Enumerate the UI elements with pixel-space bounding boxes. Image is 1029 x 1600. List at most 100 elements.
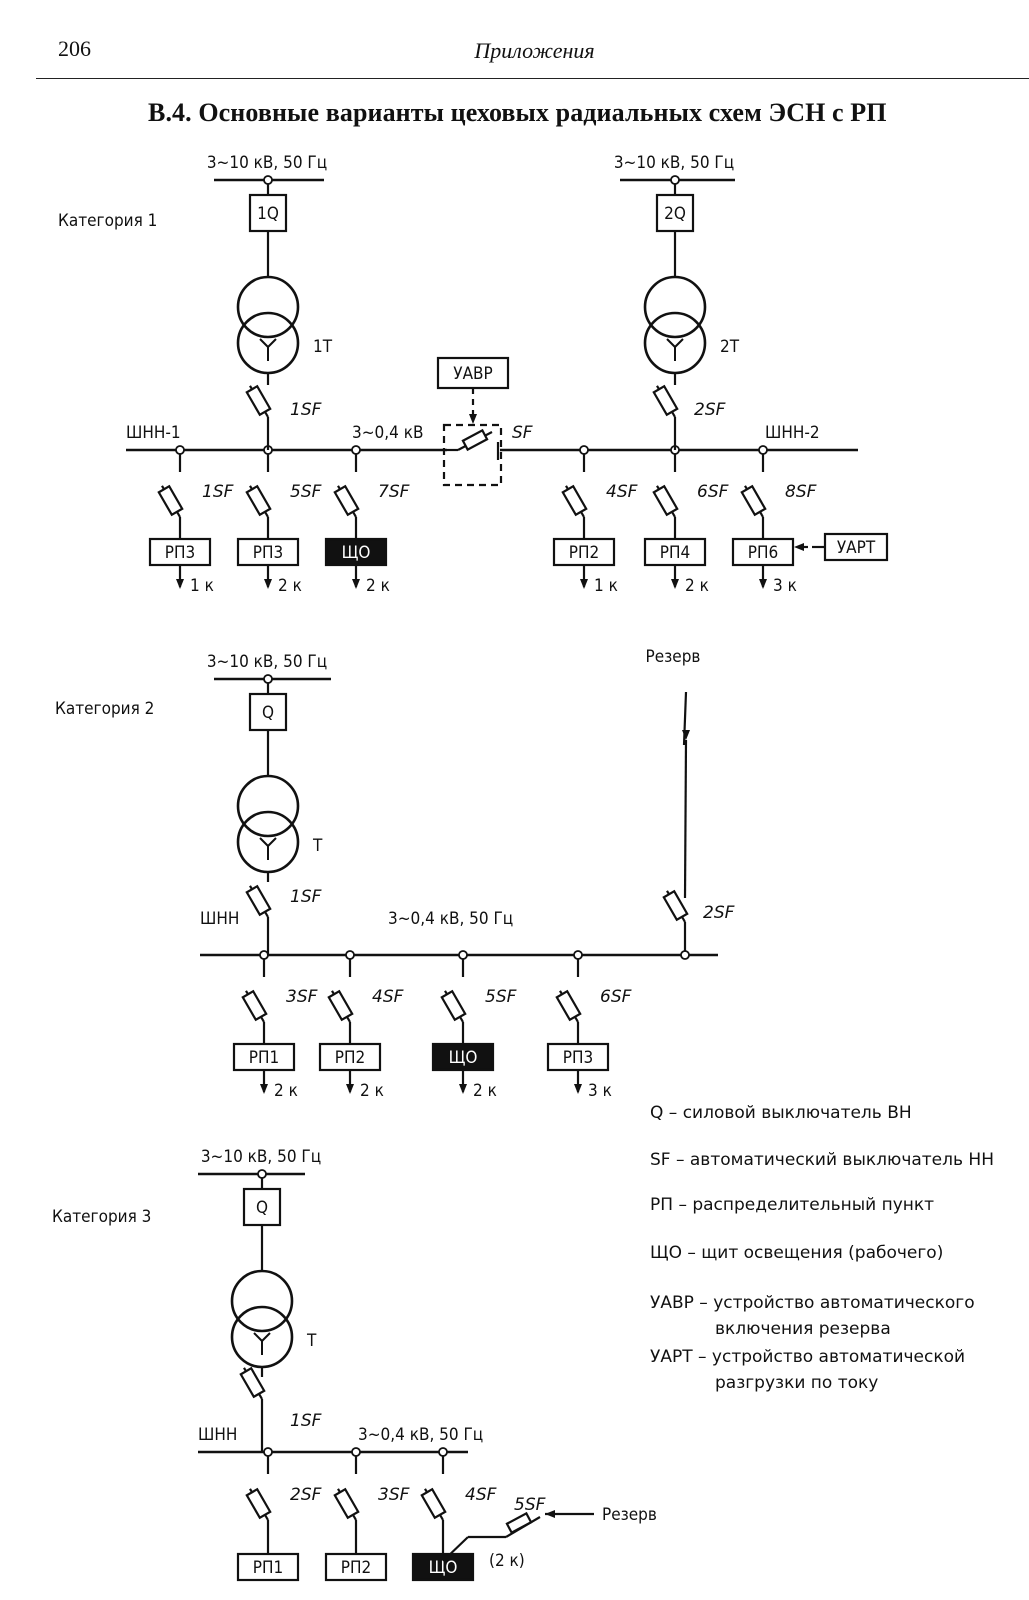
bus-node (345, 950, 355, 960)
circuit-breaker-icon (555, 989, 582, 1023)
breaker-body (333, 484, 360, 517)
main-breaker-label: 1SF (290, 400, 322, 420)
star-leg (259, 837, 269, 847)
transformer-icon (230, 1269, 294, 1369)
circuit-breaker-icon (245, 884, 272, 918)
star-leg (267, 837, 277, 847)
load-category-label: 2 к (278, 576, 302, 596)
hv-breaker-frame (248, 692, 288, 732)
legend-entry: УАВР – устройство автоматического (650, 1293, 975, 1313)
breaker-body (561, 484, 588, 517)
arrow-head-icon (260, 1084, 268, 1094)
legend-item: SF – автоматический выключатель НН (650, 1150, 994, 1170)
distribution-point: РП3 (236, 537, 300, 567)
secondary-winding (230, 1305, 294, 1369)
distribution-point-label: РП3 (165, 543, 195, 563)
load-category-label: 2 к (685, 576, 709, 596)
load-category-label: 3 к (773, 576, 797, 596)
lighting-panel: ЩО (324, 537, 388, 567)
lighting-panel-frame (431, 1042, 495, 1072)
uavr-device-label: УАВР (453, 364, 493, 384)
primary-winding (643, 275, 707, 339)
distribution-point-frame (318, 1042, 382, 1072)
arrow-head-icon (545, 1510, 555, 1518)
star-leg (253, 1332, 263, 1342)
device-enclosure (442, 423, 503, 487)
hv-breaker: Q (248, 692, 288, 732)
arrow-head-icon (682, 730, 690, 740)
lighting-panel: ЩО (411, 1552, 475, 1582)
uavr-device-frame (436, 356, 510, 390)
circuit-breaker-icon (245, 484, 272, 518)
arrow-head-icon (469, 414, 477, 424)
star-leg (666, 338, 676, 348)
uart-box-frame (823, 532, 889, 562)
distribution-point: РП1 (232, 1042, 296, 1072)
load-category-label: 2 к (360, 1081, 384, 1101)
primary-winding (236, 275, 300, 339)
bus-name: ШНН (200, 909, 239, 929)
distribution-point-label: РП3 (563, 1048, 593, 1068)
bus-node (670, 175, 680, 185)
breaker-body (245, 884, 272, 917)
breaker-body (327, 989, 354, 1022)
distribution-point: РП1 (236, 1552, 300, 1582)
supply-voltage-label: 3~10 кВ, 50 Гц (207, 652, 327, 672)
star-leg (267, 338, 277, 348)
distribution-point: РП4 (643, 537, 707, 567)
bus-node (257, 1169, 267, 1179)
circuit-breaker-icon (662, 889, 689, 923)
load-category-label: 2 к (366, 576, 390, 596)
legend-item: УАРТ – устройство автоматическойразгрузк… (650, 1347, 965, 1393)
distribution-point-frame (232, 1042, 296, 1072)
primary-winding (230, 1269, 294, 1333)
bus-2-name: ШНН-2 (765, 423, 820, 443)
legend-entry-continued: разгрузки по току (715, 1373, 878, 1393)
circuit-breaker-icon (740, 484, 767, 518)
breaker-body (241, 989, 268, 1022)
hv-breaker: 2Q (655, 193, 695, 233)
circuit-breaker-icon (420, 1487, 447, 1521)
reserve-label: Резерв (602, 1505, 657, 1525)
bus-voltage-label: 3~0,4 кВ (352, 423, 423, 443)
breaker-body (662, 889, 689, 922)
breaker-body (333, 1487, 360, 1520)
transformer-label: T (306, 1331, 317, 1351)
legend-entry: SF – автоматический выключатель НН (650, 1150, 994, 1170)
bus-voltage-label: 3~0,4 кВ, 50 Гц (388, 909, 513, 929)
load-category-label: 2 к (274, 1081, 298, 1101)
section-title: В.4. Основные варианты цеховых радиальны… (148, 98, 887, 127)
transformer-icon (236, 275, 300, 375)
lighting-panel-label: ЩО (342, 543, 371, 563)
transformer-label: T (312, 836, 323, 856)
feeder-breaker-label: 6SF (600, 987, 632, 1007)
distribution-point: РП2 (318, 1042, 382, 1072)
lighting-panel-label: ЩО (449, 1048, 478, 1068)
distribution-point: РП3 (148, 537, 212, 567)
feeder-breaker-label: 5SF (290, 482, 322, 502)
primary-winding (236, 774, 300, 838)
feeder-breaker-label: 5SF (485, 987, 517, 1007)
circuit-breaker-icon (245, 384, 272, 418)
tie-breaker-label: SF (512, 423, 533, 443)
bus-node (351, 1447, 361, 1457)
feeder-breaker-label: 3SF (378, 1485, 410, 1505)
running-head: Приложения (474, 38, 595, 63)
circuit-breaker-icon (245, 1487, 272, 1521)
arrow-head-icon (671, 579, 679, 589)
distribution-point-label: РП4 (660, 543, 690, 563)
circuit-breaker-icon (241, 989, 268, 1023)
secondary-winding (236, 810, 300, 874)
bus-1-name: ШНН-1 (126, 423, 181, 443)
lighting-category-label: (2 к) (489, 1551, 525, 1571)
